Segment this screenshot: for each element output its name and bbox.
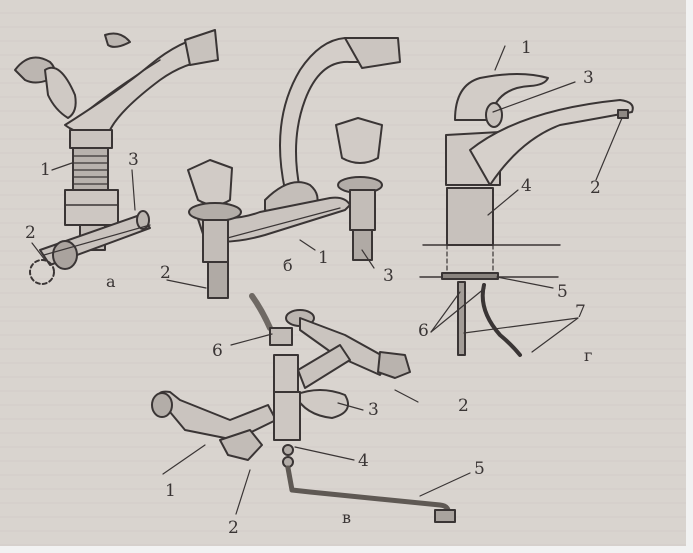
callout-g-1: 1 (521, 38, 532, 58)
callout-v-1: 1 (165, 481, 176, 501)
callout-g-3: 3 (583, 68, 594, 88)
callout-v-2b: 2 (228, 518, 239, 538)
callout-g-7: 7 (575, 302, 586, 322)
panel-letter-a: а (106, 272, 116, 291)
faucet-b-drawing (166, 37, 401, 299)
callout-v-4: 4 (358, 451, 369, 471)
callout-a-3: 3 (128, 150, 139, 170)
scan-border-right (686, 0, 693, 553)
callout-g-4: 4 (521, 176, 532, 196)
panel-letter-b: б (283, 256, 293, 275)
callout-v-6: 6 (212, 341, 223, 361)
callout-v-2a: 2 (458, 396, 469, 416)
callout-v-3: 3 (368, 400, 379, 420)
panel-letter-v: в (342, 508, 352, 527)
callout-g-2: 2 (590, 178, 601, 198)
callout-a-2: 2 (25, 223, 36, 243)
callout-b-1: 1 (318, 248, 329, 268)
callout-b-3: 3 (383, 266, 394, 286)
callout-g-5: 5 (557, 282, 568, 302)
scan-border-bottom (0, 546, 693, 553)
faucet-a-drawing (14, 29, 219, 285)
callout-b-2: 2 (160, 263, 171, 283)
faucet-g-drawing (419, 45, 634, 357)
callout-v-5: 5 (474, 459, 485, 479)
panel-letter-g: г (584, 346, 593, 365)
callout-g-6: 6 (418, 321, 429, 341)
faucet-v-drawing (151, 293, 471, 523)
callout-a-1: 1 (40, 160, 51, 180)
